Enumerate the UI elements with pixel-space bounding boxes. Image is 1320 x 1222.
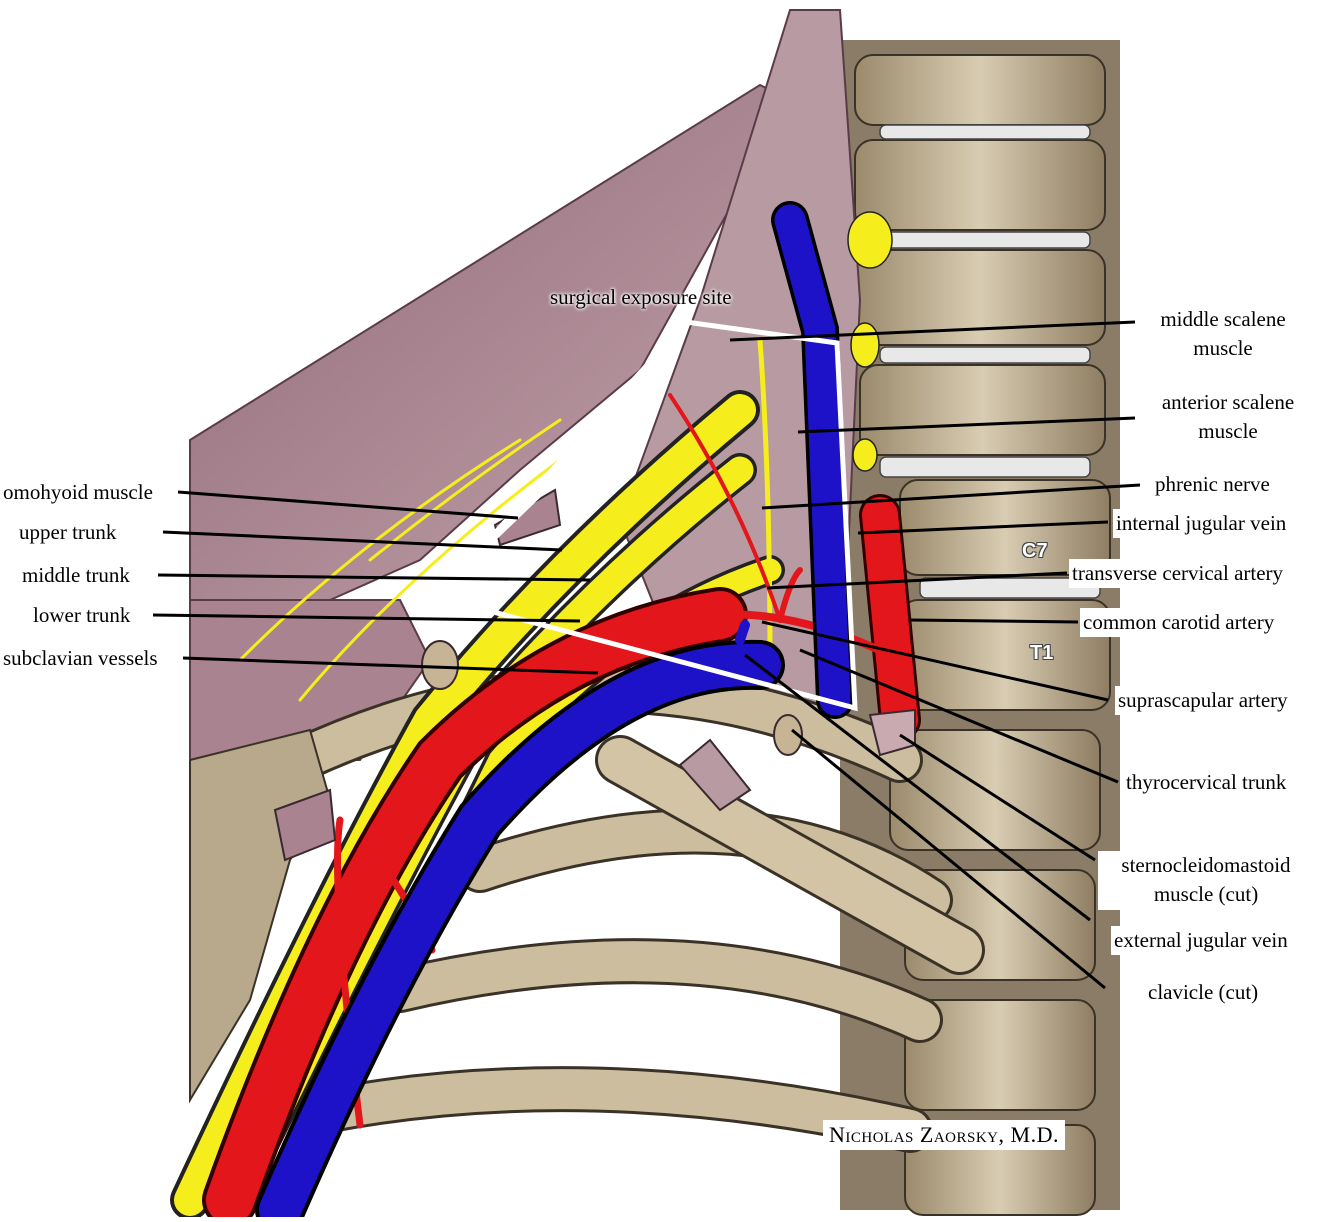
leader-lines bbox=[152, 320, 1141, 990]
label-middle-scalene-line2: muscle bbox=[1193, 336, 1253, 361]
label-omohyoid-muscle: omohyoid muscle bbox=[0, 478, 156, 508]
label-scm-line1: sternocleidomastoid bbox=[1121, 853, 1291, 877]
label-external-jugular-vein: external jugular vein bbox=[1111, 926, 1291, 956]
label-sternocleidomastoid-muscle: sternocleidomastoid muscle (cut) bbox=[1098, 851, 1314, 910]
label-thyrocervical-trunk: thyrocervical trunk bbox=[1123, 768, 1290, 798]
cut-muscle-ends bbox=[273, 488, 916, 862]
veins bbox=[255, 201, 854, 1222]
label-common-carotid-artery: common carotid artery bbox=[1080, 608, 1278, 638]
label-vertebra-c7: C7 bbox=[1022, 540, 1048, 562]
label-lower-trunk: lower trunk bbox=[30, 601, 134, 631]
label-middle-trunk: middle trunk bbox=[19, 561, 133, 591]
label-upper-trunk: upper trunk bbox=[16, 518, 120, 548]
label-scm-line2: muscle (cut) bbox=[1153, 882, 1259, 907]
label-subclavian-vessels: subclavian vessels bbox=[0, 644, 161, 674]
label-anterior-scalene-muscle: anterior scalene muscle bbox=[1140, 388, 1316, 447]
label-clavicle-cut: clavicle (cut) bbox=[1145, 978, 1262, 1008]
label-suprascapular-artery: suprascapular artery bbox=[1115, 686, 1291, 716]
label-middle-scalene-muscle: middle scalene muscle bbox=[1145, 305, 1301, 364]
author-credit: Nicholas Zaorsky, M.D. bbox=[823, 1120, 1065, 1150]
label-surgical-exposure-site: surgical exposure site bbox=[550, 285, 732, 309]
label-anterior-scalene-line2: muscle bbox=[1198, 419, 1258, 444]
label-internal-jugular-vein: internal jugular vein bbox=[1113, 509, 1290, 539]
exposure-window bbox=[437, 322, 686, 597]
label-transverse-cervical-artery: transverse cervical artery bbox=[1069, 559, 1287, 589]
label-phrenic-nerve: phrenic nerve bbox=[1152, 470, 1273, 500]
label-vertebra-t1: T1 bbox=[1030, 642, 1054, 664]
ribs bbox=[277, 667, 985, 1153]
label-middle-scalene-line1: middle scalene bbox=[1160, 307, 1286, 331]
label-anterior-scalene-line1: anterior scalene bbox=[1161, 390, 1295, 414]
